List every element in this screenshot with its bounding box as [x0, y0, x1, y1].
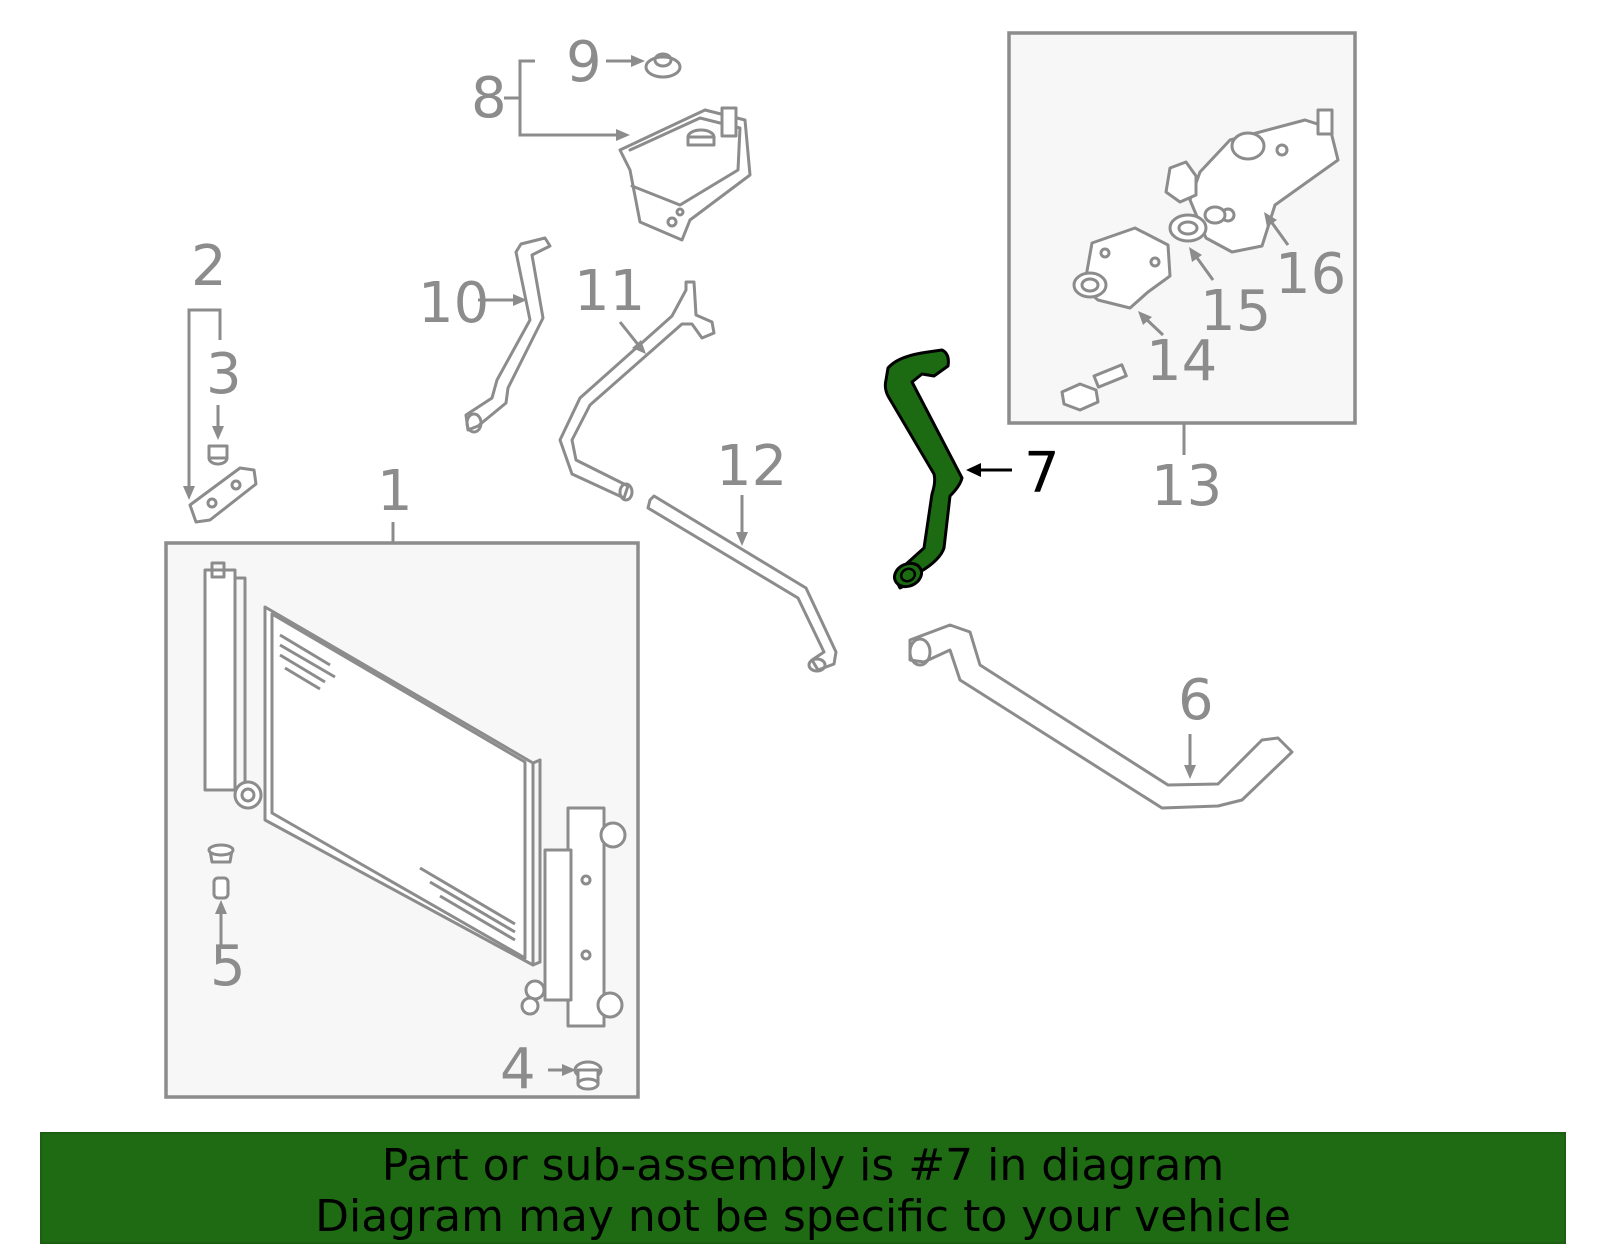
coolant-reservoir — [618, 106, 752, 242]
callout-16: 16 — [1275, 242, 1346, 307]
radiator-right-tank — [520, 806, 627, 1028]
drain-plug — [207, 843, 235, 900]
callout-12: 12 — [716, 434, 787, 499]
banner-line-2: Diagram may not be specific to your vehi… — [315, 1191, 1291, 1242]
thermostat — [1168, 205, 1227, 243]
banner-line-1: Part or sub-assembly is #7 in diagram — [381, 1140, 1225, 1191]
hose-6 — [908, 623, 1294, 810]
callout-13: 13 — [1151, 454, 1222, 519]
callout-15: 15 — [1200, 279, 1271, 344]
info-banner: Part or sub-assembly is #7 in diagram Di… — [40, 1132, 1566, 1244]
hose-10 — [464, 236, 552, 432]
callout-10: 10 — [418, 271, 489, 336]
highlighted-hose-7[interactable] — [883, 348, 964, 590]
callout-14: 14 — [1146, 329, 1217, 394]
grommet — [573, 1060, 603, 1091]
thermostat-housing — [1164, 108, 1340, 254]
callout-8: 8 — [471, 66, 507, 131]
callout-9: 9 — [566, 30, 602, 95]
radiator-left-tank — [203, 561, 263, 810]
mount-bracket — [188, 466, 258, 524]
radiator-core — [263, 605, 542, 967]
water-inlet — [1072, 226, 1172, 310]
callout-1: 1 — [377, 459, 413, 524]
callout-7[interactable]: 7 — [1024, 441, 1060, 506]
callout-5: 5 — [210, 934, 246, 999]
callout-2: 2 — [191, 234, 227, 299]
callout-6: 6 — [1178, 668, 1214, 733]
bushing — [207, 444, 229, 466]
reservoir-cap — [644, 52, 682, 79]
callout-11: 11 — [574, 259, 645, 324]
hose-11 — [558, 280, 716, 500]
callout-3: 3 — [206, 342, 242, 407]
callout-4: 4 — [500, 1037, 536, 1102]
bolt — [1060, 363, 1128, 412]
